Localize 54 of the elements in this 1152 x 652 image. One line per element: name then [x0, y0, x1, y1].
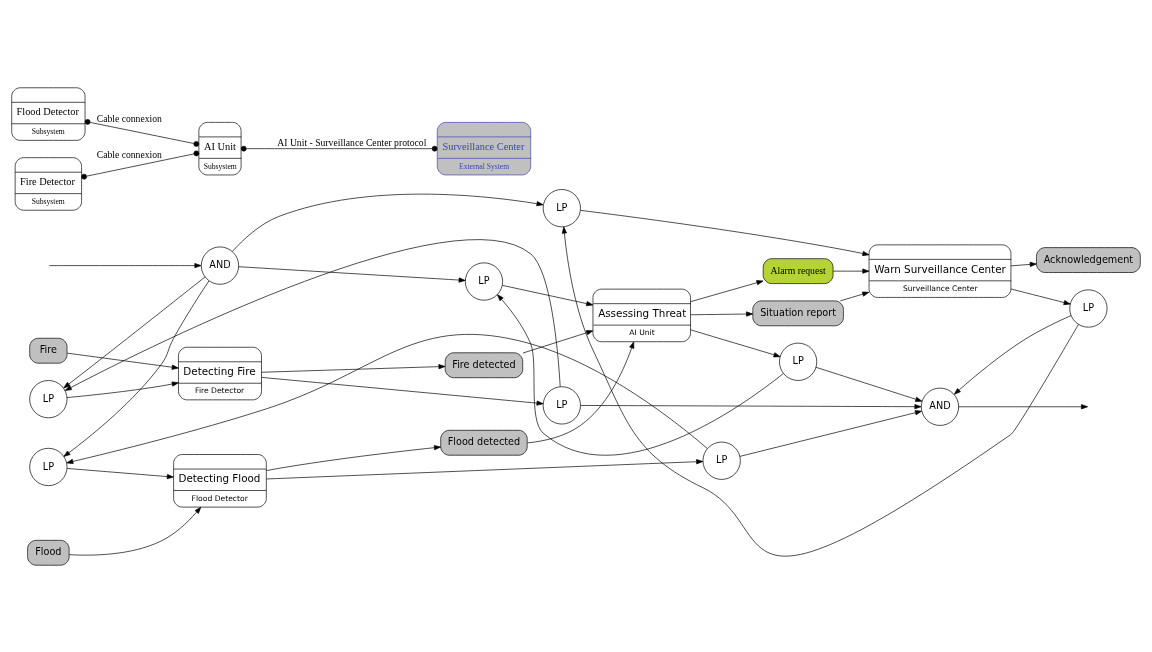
node-circle: LP [542, 188, 581, 227]
arrow [1010, 261, 1037, 267]
arrow [68, 506, 202, 555]
arrow [1010, 288, 1071, 305]
arrow [690, 279, 764, 302]
node-circle: LP [29, 447, 68, 486]
arrow [63, 280, 210, 457]
node-circle: LP [29, 379, 68, 418]
arrow [66, 381, 179, 398]
arrow [497, 293, 784, 456]
arrow [261, 363, 446, 373]
node-box: Acknowledgement [1036, 246, 1141, 273]
edge-label: Cable connexion [96, 148, 162, 160]
edge-label: AI Unit - Surveillance Center protocol [277, 136, 427, 148]
arrow [527, 341, 635, 443]
arrow [261, 376, 544, 406]
node-circle: LP [542, 385, 581, 424]
arrow [232, 193, 544, 252]
node-box: Flood detected [440, 429, 528, 456]
node-box: Fire [29, 337, 68, 363]
node-circle: LP [702, 441, 741, 480]
arrow [840, 291, 870, 301]
arrow [66, 333, 708, 464]
node-box: Flood [27, 539, 70, 566]
arrow [266, 458, 704, 479]
arrow [238, 265, 466, 283]
arrow [64, 238, 561, 391]
arrow [690, 329, 781, 357]
arrow [580, 209, 870, 256]
arrow [501, 284, 594, 306]
arrow [958, 403, 1088, 409]
node-box: Alarm request [762, 257, 834, 284]
arrow [266, 444, 441, 471]
node-box: Situation report [752, 300, 844, 326]
connector [81, 150, 200, 180]
node-circle: LP [779, 342, 818, 381]
arrow [832, 268, 870, 274]
arrow [690, 311, 754, 317]
arrow [953, 314, 1072, 395]
connector [84, 118, 200, 147]
edge-label: Cable connexion [96, 112, 162, 124]
node-circle: AND [200, 246, 239, 285]
arrow [66, 467, 174, 479]
node-circle: LP [1069, 289, 1108, 328]
arrow [66, 352, 179, 370]
arrow [63, 276, 206, 388]
connector [240, 145, 438, 151]
arrow [739, 409, 922, 457]
arrow [561, 226, 1079, 556]
arrow [580, 403, 922, 409]
node-box: Fire detected [444, 351, 524, 378]
arrow [815, 366, 923, 402]
arrow [522, 329, 594, 353]
arrow [48, 262, 202, 268]
